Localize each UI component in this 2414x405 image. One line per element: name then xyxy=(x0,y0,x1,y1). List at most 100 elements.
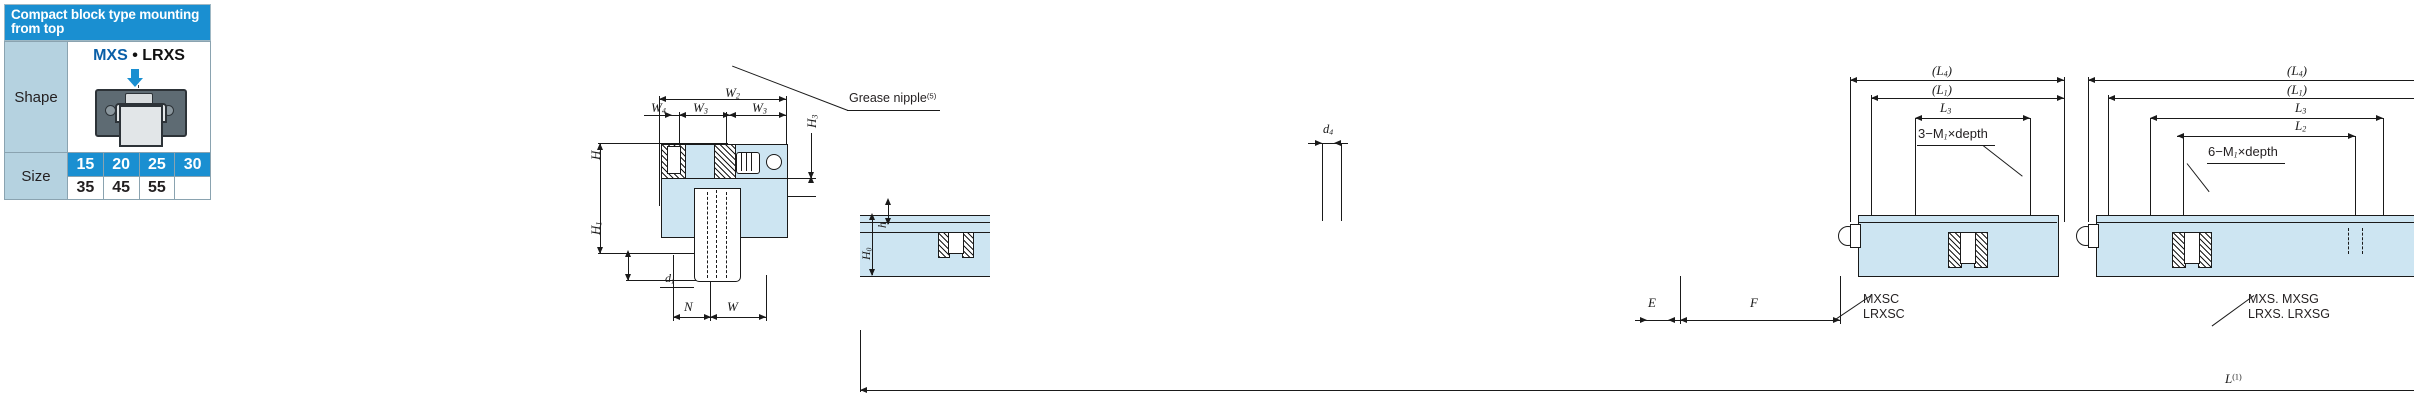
s2-ext-4 xyxy=(2183,136,2184,222)
dim-line-l1-s2 xyxy=(2108,98,2414,99)
part-label-mxs-mxsg: MXS. MXSG LRXS. LRXSG xyxy=(2248,292,2330,323)
size-header-row: Size 15 20 25 30 xyxy=(4,152,211,201)
s1-ext-1 xyxy=(1850,77,1851,222)
dim-label-n: N xyxy=(684,299,693,314)
dim-arrow-h0-up xyxy=(869,213,875,220)
h3-ref-line-2 xyxy=(786,196,816,197)
nipple-thread-3 xyxy=(751,153,752,171)
dim-arrow-w2-right xyxy=(779,96,786,102)
dim-label-l4-s2: (L4) xyxy=(2287,63,2307,79)
dim-arrow-l3-s1-l xyxy=(1915,115,1922,121)
size-header-cell-3: 30 xyxy=(174,152,211,178)
dim-arrow-h-up xyxy=(597,143,603,150)
tap-callout-6: 6−M1×depth xyxy=(2208,144,2278,160)
dim-line-d1 xyxy=(660,287,694,288)
dim-arrow-l-total-l xyxy=(860,387,867,393)
rail-profile xyxy=(694,188,741,282)
block-hatch-mid xyxy=(713,144,737,180)
s2-ext-1 xyxy=(2088,77,2089,222)
dim-arrow-l3-s2-r xyxy=(2376,115,2383,121)
shape-title-separator: • xyxy=(132,47,138,65)
carriage-2-tap-hatch-r xyxy=(2198,232,2212,268)
dim-arrow-l2-s2-r xyxy=(2348,133,2355,139)
dim-label-l-total-note: (1) xyxy=(2232,372,2242,382)
dim-line-nw xyxy=(673,317,766,318)
carriage-1-top-edge xyxy=(1858,222,2057,223)
dim-label-e-left: E xyxy=(1648,295,1656,310)
dim-arrow-w-left xyxy=(710,314,717,320)
dim-arrow-w4-right xyxy=(665,112,672,118)
spec-table-grid: Shape MXS • LRXS xyxy=(4,41,211,201)
dim-label-l3-s1: L3 xyxy=(1940,100,1952,116)
part-label-mxsc: MXSC LRXSC xyxy=(1863,292,1905,323)
dim-line-l2-s2 xyxy=(2177,136,2355,137)
dim-arrow-n-left xyxy=(673,314,680,320)
h1-ref-bottom xyxy=(626,280,731,281)
block-section-a xyxy=(685,144,715,180)
s2-ext-2 xyxy=(2108,95,2109,222)
nipple-thread-2 xyxy=(746,153,747,171)
carriage-2-hidden-tap-r xyxy=(2362,228,2363,254)
dim-label-l2-s2: L2 xyxy=(2295,118,2307,134)
size-value-cell-1: 45 xyxy=(102,176,140,201)
dim-line-l3-s1 xyxy=(1915,118,2030,119)
d4-ext-2 xyxy=(1341,143,1342,221)
dim-arrow-l3-s2-l xyxy=(2150,115,2157,121)
rail-top-edge-left xyxy=(860,222,990,223)
block-cross-section-illustration xyxy=(91,69,187,148)
dim-arrow-l4-s1-l xyxy=(1850,77,1857,83)
carriage-2-hidden-tap-l xyxy=(2348,228,2349,254)
grease-nipple-callout-note: (5) xyxy=(926,91,937,101)
callout-underline xyxy=(847,110,940,111)
dim-line-l3-s2 xyxy=(2150,118,2383,119)
dim-line-l-total xyxy=(860,390,2414,391)
rail-bolt-hole-left xyxy=(948,232,964,254)
dim-label-l4-s1: (L4) xyxy=(1932,63,1952,79)
nw-ext-1 xyxy=(673,255,674,321)
shape-illustration-cell: MXS • LRXS xyxy=(67,41,211,154)
size-value-cell-2: 55 xyxy=(138,176,176,201)
rail-centerline xyxy=(716,190,717,278)
dim-label-w2: W2 xyxy=(725,85,740,101)
s2-ext-5 xyxy=(2355,136,2356,222)
shape-title-left: MXS xyxy=(93,47,128,65)
dim-label-l1-s1: (L1) xyxy=(1932,82,1952,98)
rail-top-edge-left-2 xyxy=(860,232,990,233)
rail-dash-left xyxy=(707,192,708,278)
spec-table-header: Compact block type mounting from top xyxy=(4,4,211,42)
dim-line-h xyxy=(600,143,601,253)
dim-arrow-h1-up xyxy=(625,250,631,257)
dim-arrow-h1-down xyxy=(625,274,631,281)
dim-line-f xyxy=(1680,320,1840,321)
dim-arrow-d4-left xyxy=(1315,140,1322,146)
dim-arrow-w3a-left xyxy=(679,112,686,118)
dim-label-f: F xyxy=(1750,295,1758,310)
size-value-cell-0: 35 xyxy=(67,176,104,201)
end-cap-2 xyxy=(2088,224,2099,248)
bolt-hole-left xyxy=(667,146,681,174)
dim-arrow-f-r xyxy=(1833,317,1840,323)
dim-line-d4 xyxy=(1308,143,1348,144)
dim-label-h1: H1 xyxy=(588,221,604,235)
assembly-drawing: h H0 d4 (L4) (L1) L3 3−M1×depth xyxy=(850,0,2414,405)
dim-label-h3: H3 xyxy=(804,114,820,128)
tap-callout-6-leader xyxy=(2186,163,2210,193)
s1-ext-4 xyxy=(2030,118,2031,222)
shape-row: Shape MXS • LRXS xyxy=(4,41,211,154)
nw-ext-2 xyxy=(710,275,711,321)
dim-arrow-l1-s1-r xyxy=(2057,95,2064,101)
rail-dash-right xyxy=(726,192,727,278)
l-total-ext-l xyxy=(860,330,861,392)
dim-arrow-h3-down xyxy=(808,172,814,179)
dim-arrow-f-l xyxy=(1680,317,1687,323)
dim-arrow-w3b-right xyxy=(779,112,786,118)
s1-ext-3 xyxy=(1915,118,1916,222)
size-row-label: Size xyxy=(4,152,68,201)
dim-arrow-l4-s2-l xyxy=(2088,77,2095,83)
dim-arrow-l1-s1-l xyxy=(1871,95,1878,101)
dim-arrow-l2-s2-l xyxy=(2177,133,2184,139)
dim-label-d4: d4 xyxy=(1323,122,1334,137)
dim-arrow-e-left-l xyxy=(1640,317,1647,323)
callout-leader-line xyxy=(732,65,849,111)
carriage-2-tap-hole xyxy=(2184,232,2200,264)
